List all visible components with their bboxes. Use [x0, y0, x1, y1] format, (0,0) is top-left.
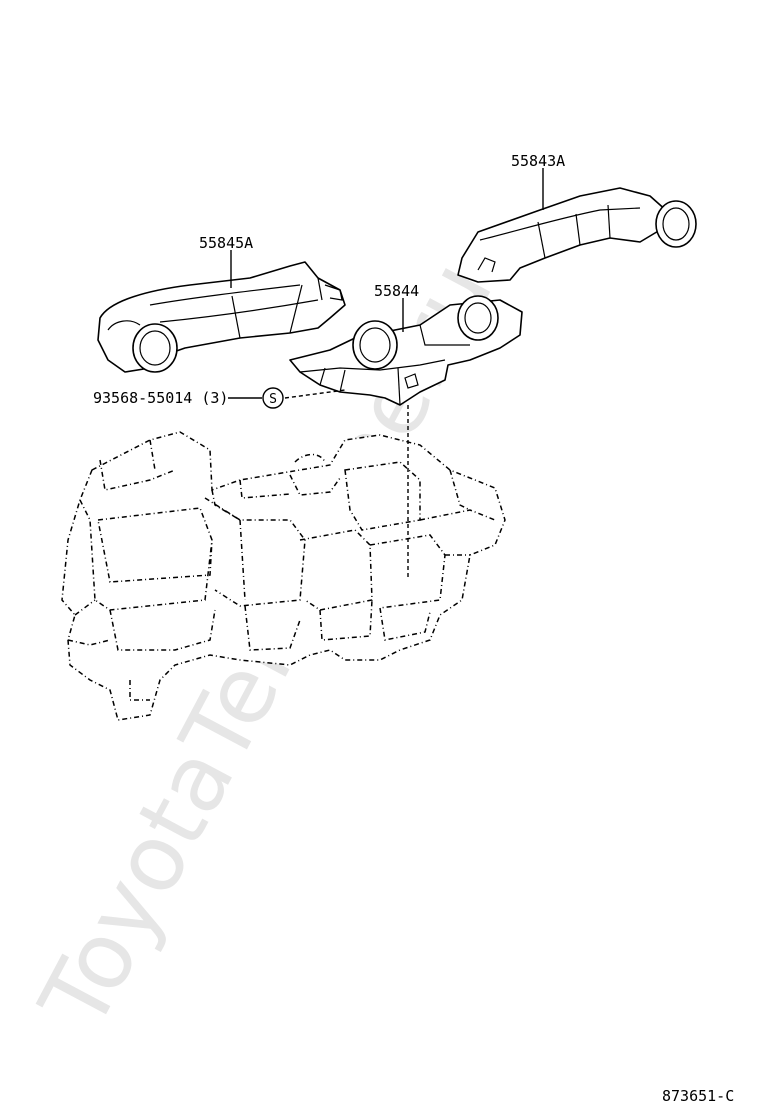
- heater-unit-outline: [61, 431, 506, 721]
- screw-symbol: S: [262, 387, 284, 409]
- figure-code: 873651-C: [662, 1087, 734, 1105]
- screw-hidden-line: [284, 389, 346, 399]
- part-label-55844: 55844: [374, 282, 419, 300]
- part-label-screw: 93568-55014 (3): [93, 389, 228, 407]
- duct-55845a: [97, 261, 346, 373]
- part-label-55845a: 55845A: [199, 234, 253, 252]
- duct-55843a: [457, 187, 697, 283]
- screw-symbol-letter: S: [269, 392, 277, 407]
- part-label-55843a: 55843A: [511, 152, 565, 170]
- duct-55844: [289, 295, 523, 406]
